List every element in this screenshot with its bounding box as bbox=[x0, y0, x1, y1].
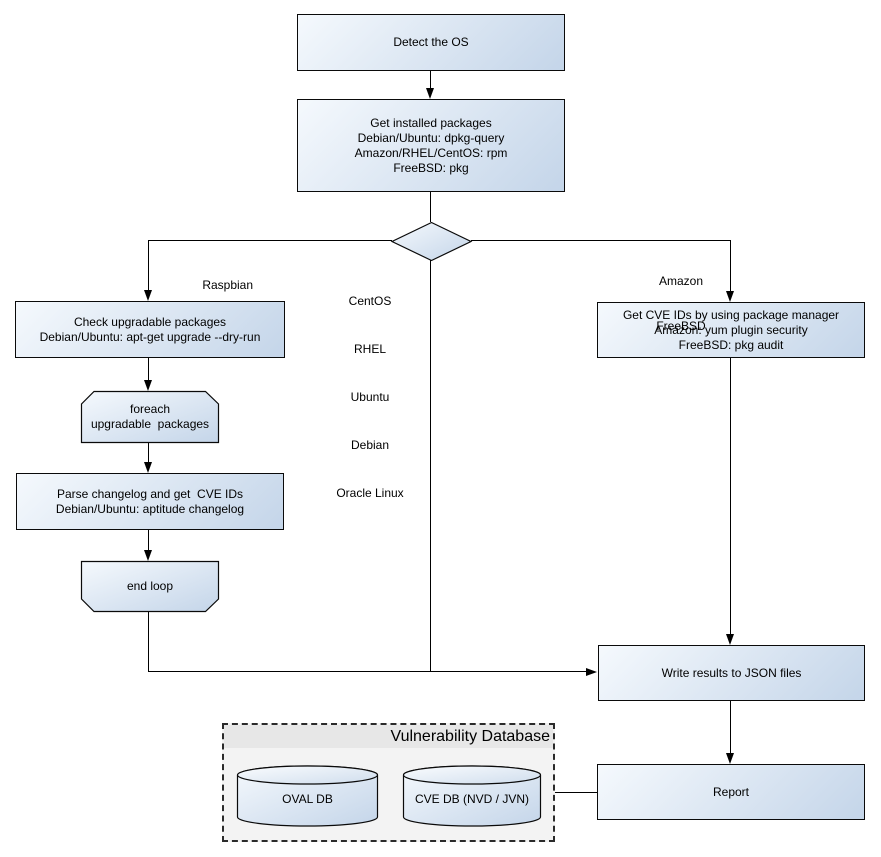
node-get-installed-packages: Get installed packages Debian/Ubuntu: dp… bbox=[297, 99, 565, 192]
node-report-label: Report bbox=[712, 784, 750, 799]
node-get-installed-line: Debian/Ubuntu: dpkg-query bbox=[357, 130, 505, 145]
edge-label-os: Ubuntu bbox=[350, 390, 390, 404]
node-get-cve-line: Get CVE IDs by using package manager bbox=[622, 307, 840, 322]
node-write-results-label: Write results to JSON files bbox=[661, 665, 802, 680]
vulnerability-database-title: Vulnerability Database bbox=[390, 727, 551, 745]
connector-detect-to-getinstalled bbox=[430, 71, 431, 90]
edge-label-raspbian: Raspbian bbox=[171, 261, 271, 309]
arrowhead-into-check-upgradable bbox=[144, 290, 152, 301]
cylinder-oval-db-shape bbox=[236, 765, 379, 827]
arrowhead-into-writejson-top bbox=[726, 634, 734, 645]
node-get-installed-line: FreeBSD: pkg bbox=[393, 160, 469, 175]
node-end-loop-label: end loop bbox=[126, 579, 174, 593]
edge-label-raspbian-text: Raspbian bbox=[202, 278, 254, 292]
edge-label-os: CentOS bbox=[348, 294, 392, 308]
node-end-loop: end loop bbox=[81, 561, 219, 612]
node-get-cve-line: FreeBSD: pkg audit bbox=[678, 337, 784, 352]
cylinder-oval-db: OVAL DB bbox=[237, 765, 378, 827]
node-get-installed-line: Get installed packages bbox=[370, 115, 492, 130]
cylinder-cve-db-label: CVE DB (NVD / JVN) bbox=[414, 792, 529, 806]
node-foreach-line: foreach bbox=[129, 402, 171, 416]
edge-label-os: FreeBSD bbox=[656, 319, 706, 333]
connector-diamond-right-horizontal bbox=[471, 240, 731, 241]
node-parse-changelog-line: Debian/Ubuntu: aptitude changelog bbox=[55, 501, 245, 516]
arrowhead-into-endloop bbox=[144, 550, 152, 561]
node-get-installed-line: Amazon/RHEL/CentOS: rpm bbox=[354, 145, 508, 160]
node-foreach-line: upgradable packages bbox=[90, 417, 210, 431]
connector-merge-to-writejson bbox=[148, 671, 587, 672]
connector-database-to-report bbox=[555, 792, 597, 793]
arrowhead-into-getinstalled bbox=[426, 88, 434, 99]
node-report: Report bbox=[597, 764, 865, 820]
node-detect-os-label: Detect the OS bbox=[393, 35, 469, 49]
arrowhead-into-report bbox=[726, 753, 734, 764]
edge-label-os: Oracle Linux bbox=[336, 486, 404, 500]
cylinder-cve-db: CVE DB (NVD / JVN) bbox=[403, 765, 541, 827]
node-end-loop-shape bbox=[80, 560, 220, 613]
connector-foreach-to-parse bbox=[148, 442, 149, 463]
node-check-upgradable-line: Check upgradable packages bbox=[73, 314, 227, 329]
connector-diamond-left-horizontal bbox=[149, 240, 392, 241]
node-get-cve-ids: Get CVE IDs by using package manager Ama… bbox=[597, 302, 865, 358]
node-parse-changelog-line: Parse changelog and get CVE IDs bbox=[56, 486, 244, 501]
node-write-results-json: Write results to JSON files bbox=[598, 645, 865, 701]
node-parse-changelog: Parse changelog and get CVE IDs Debian/U… bbox=[16, 473, 284, 530]
node-check-upgradable-line: Debian/Ubuntu: apt-get upgrade --dry-run bbox=[39, 329, 261, 344]
connector-check-to-foreach bbox=[148, 358, 149, 381]
arrowhead-into-parse bbox=[144, 462, 152, 473]
edge-label-os: Amazon bbox=[658, 274, 704, 288]
edge-label-right-os: Amazon FreeBSD bbox=[631, 244, 731, 364]
arrowhead-into-foreach bbox=[144, 380, 152, 391]
vulnerability-database-header: Vulnerability Database bbox=[224, 725, 553, 748]
connector-parse-to-endloop bbox=[148, 530, 149, 551]
edge-label-os: Debian bbox=[350, 438, 390, 452]
connector-left-down-to-check bbox=[148, 240, 149, 291]
connector-right-down-to-getcve bbox=[730, 240, 731, 292]
node-detect-os: Detect the OS bbox=[297, 14, 565, 71]
connector-diamond-middle-down bbox=[430, 260, 431, 672]
node-get-cve-line: Amazon: yum plugin security bbox=[654, 322, 808, 337]
node-foreach-loop: foreach upgradable packages bbox=[81, 391, 219, 443]
edge-label-os: RHEL bbox=[353, 342, 386, 356]
connector-getinstalled-to-diamond bbox=[430, 192, 431, 222]
connector-getcve-to-writejson bbox=[730, 358, 731, 635]
edge-label-middle-os: CentOS RHEL Ubuntu Debian Oracle Linux bbox=[310, 261, 430, 533]
decision-diamond bbox=[390, 221, 473, 262]
connector-endloop-down bbox=[148, 611, 149, 672]
cylinder-oval-db-label: OVAL DB bbox=[282, 792, 333, 806]
cylinder-cve-db-shape bbox=[402, 765, 542, 827]
arrowhead-into-writejson-left bbox=[586, 668, 597, 676]
node-check-upgradable: Check upgradable packages Debian/Ubuntu:… bbox=[15, 301, 285, 358]
node-foreach-loop-shape bbox=[80, 390, 220, 444]
arrowhead-into-getcve bbox=[726, 291, 734, 302]
connector-writejson-to-report bbox=[730, 701, 731, 754]
